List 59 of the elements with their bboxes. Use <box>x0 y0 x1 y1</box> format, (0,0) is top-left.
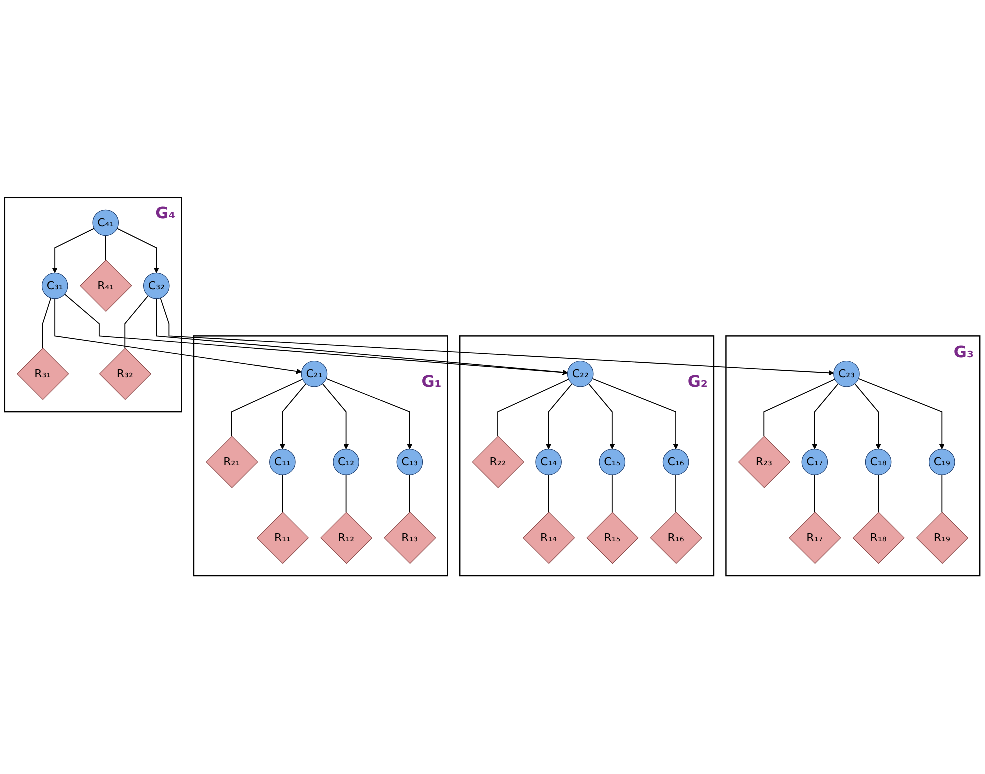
node-circle: C₁₇ <box>802 449 828 476</box>
node-diamond: R₁₉ <box>916 512 969 564</box>
arrow <box>546 384 573 450</box>
connector <box>231 379 304 438</box>
arrow <box>156 298 568 376</box>
connector <box>498 379 570 438</box>
arrow <box>592 378 679 450</box>
node-circle: C₁₆ <box>662 449 690 476</box>
node-diamond: R₃₁ <box>17 348 70 400</box>
node-diamond: R₁₅ <box>586 512 639 564</box>
connector <box>764 379 836 438</box>
connector <box>105 235 106 261</box>
node-circle: C₁₃ <box>396 449 424 476</box>
node-circle: C₂₁ <box>301 361 328 388</box>
arrow <box>116 228 160 274</box>
arrow <box>322 384 349 450</box>
arrow <box>52 228 95 274</box>
arrow <box>64 294 568 376</box>
connector <box>42 298 52 349</box>
node-diamond: R₂₂ <box>472 436 524 488</box>
node-circle: C₁₂ <box>333 449 360 476</box>
node-circle: C₃₂ <box>143 272 170 300</box>
connector <box>124 295 149 349</box>
arrow <box>858 378 945 450</box>
node-circle: C₁₅ <box>599 449 626 476</box>
node-circle: C₁₈ <box>865 449 892 476</box>
node-diamond: R₁₇ <box>789 512 842 564</box>
connector <box>612 474 613 513</box>
node-circle: C₁₉ <box>929 449 956 476</box>
node-diamond: R₁₂ <box>320 512 373 564</box>
node-circle: C₂₃ <box>834 361 860 388</box>
connector <box>346 474 347 513</box>
connector <box>814 474 816 513</box>
node-diamond: R₁₁ <box>256 512 310 564</box>
node-diamond: R₃₂ <box>99 348 152 400</box>
node-diamond: R₁₃ <box>384 512 436 564</box>
arrow <box>326 378 413 450</box>
node-diamond: R₄₁ <box>80 260 132 312</box>
arrow <box>854 384 882 450</box>
node-circle: C₄₁ <box>92 210 120 236</box>
connector <box>942 474 943 513</box>
node-diamond: R₂₁ <box>206 436 258 488</box>
node-circle: C₂₂ <box>567 361 594 388</box>
node-diamond: R₁₈ <box>852 512 905 564</box>
arrow <box>812 384 839 450</box>
node-diamond: R₁₆ <box>650 512 702 564</box>
connector <box>878 474 879 513</box>
arrow <box>280 384 307 450</box>
arrow <box>588 384 616 450</box>
node-circle: C₃₁ <box>42 272 68 300</box>
connector <box>548 474 550 513</box>
node-circle: C₁₁ <box>270 449 296 476</box>
connector <box>282 474 284 513</box>
connector <box>409 474 410 513</box>
node-circle: C₁₄ <box>536 449 562 476</box>
arrow <box>160 298 834 376</box>
arrow <box>54 298 302 374</box>
node-diamond: R₁₄ <box>522 512 576 564</box>
node-diamond: R₂₃ <box>738 436 791 488</box>
